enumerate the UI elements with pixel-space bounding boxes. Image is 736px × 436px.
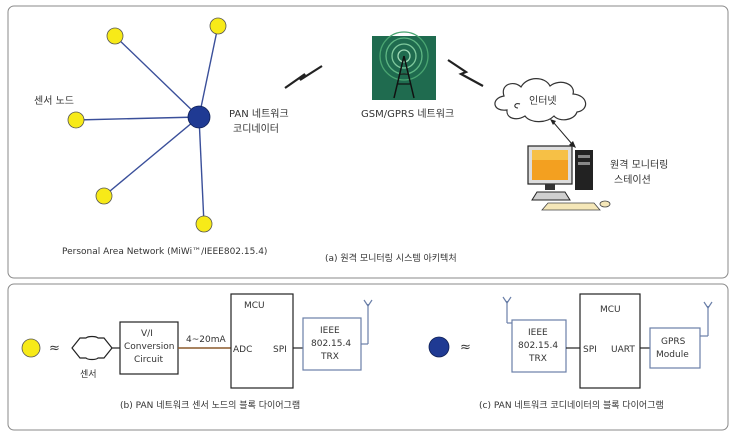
connection-line <box>553 122 573 145</box>
ieee-label-1: IEEE <box>320 326 340 336</box>
caption-a: (a) 원격 모니터링 시스템 아키텍처 <box>325 252 457 264</box>
sensor-node-label: 센서 노드 <box>34 95 74 107</box>
caption-b: (b) PAN 네트워크 센서 노드의 블록 다이어그램 <box>120 399 300 411</box>
antenna-icon <box>502 296 512 324</box>
ieee-label-2: 802.15.4 <box>518 341 558 351</box>
approx-symbol: ≈ <box>460 340 471 355</box>
mcu-block <box>579 293 641 389</box>
current-label: 4~20mA <box>186 335 226 345</box>
wireless-bolt-icon <box>284 65 323 89</box>
sensor-node <box>209 17 227 35</box>
sensor-node <box>67 111 85 129</box>
arrow-head <box>569 141 576 148</box>
sensor-symbol-icon <box>71 335 113 361</box>
link-line <box>198 116 205 225</box>
computer-icon <box>527 145 611 211</box>
panel-bc-frame <box>7 283 729 431</box>
pan-coordinator-node <box>187 105 211 129</box>
vi-label-1: V/I <box>141 329 153 339</box>
internet-label: 인터넷 <box>529 95 557 107</box>
approx-symbol: ≈ <box>49 341 60 356</box>
vi-label-3: Circuit <box>134 355 163 365</box>
uart-label: UART <box>611 345 635 355</box>
wireless-bolt-icon <box>447 59 484 87</box>
sensor-node-symbol <box>21 338 41 358</box>
gprs-label-2: Module <box>656 350 689 360</box>
link-line <box>75 116 200 121</box>
coordinator-label-2: 코디네이터 <box>233 123 279 135</box>
gsm-gprs-label: GSM/GPRS 네트워크 <box>361 107 454 120</box>
gprs-module-block <box>649 327 701 369</box>
monitoring-station-label-1: 원격 모니터링 <box>610 158 668 171</box>
ieee-trx-block <box>302 317 362 371</box>
mcu-label: MCU <box>244 301 265 311</box>
ieee-trx-block <box>511 319 567 373</box>
link-line <box>103 116 200 197</box>
sensor-node <box>195 215 213 233</box>
ieee-label-3: TRX <box>528 354 547 364</box>
mcu-block <box>230 293 294 389</box>
caption-c: (c) PAN 네트워크 코디네이터의 블록 다이어그램 <box>479 399 664 411</box>
ieee-label-1: IEEE <box>528 328 548 338</box>
arrow-head <box>550 119 556 125</box>
sensor-node <box>106 27 124 45</box>
gprs-label-1: GPRS <box>661 337 686 347</box>
sensor-node <box>95 187 113 205</box>
adc-label: ADC <box>233 345 252 355</box>
panel-a-frame <box>7 5 729 279</box>
star-network <box>67 17 227 233</box>
vi-label-2: Conversion <box>124 342 174 352</box>
cell-tower-icon <box>372 31 436 100</box>
link-line <box>114 35 200 118</box>
spi-label: SPI <box>273 345 287 355</box>
monitoring-station-label-2: 스테이션 <box>614 174 651 186</box>
mcu-label: MCU <box>600 305 621 315</box>
pan-network-label: Personal Area Network (MiWi™/IEEE802.15.… <box>62 247 267 257</box>
spi-label: SPI <box>583 345 597 355</box>
link-line <box>198 25 219 118</box>
internet-cloud-icon <box>494 78 587 123</box>
ieee-label-3: TRX <box>320 352 339 362</box>
sensor-caption: 센서 <box>80 369 97 380</box>
antenna-icon <box>700 301 713 337</box>
coordinator-node-symbol <box>428 336 450 358</box>
antenna-icon <box>361 299 373 345</box>
coordinator-label-1: PAN 네트워크 <box>229 107 289 120</box>
wireless-bolt-icon <box>514 103 521 109</box>
ieee-label-2: 802.15.4 <box>311 339 351 349</box>
